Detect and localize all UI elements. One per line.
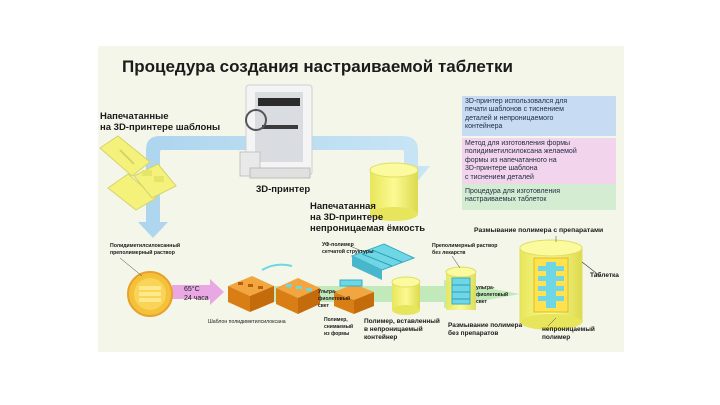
- label-temp: 65°C: [184, 286, 200, 293]
- legend-blue-line-4: контейнера: [465, 123, 503, 131]
- label-tablet: Таблетка: [590, 272, 619, 279]
- label-uv-light-1: Ультра-: [318, 289, 337, 295]
- legend-pink-line-5: с тиснением деталей: [465, 173, 534, 181]
- printed-templates-illustration: [99, 135, 177, 211]
- label-uv-polymer-2: сетчатой структуры: [322, 249, 374, 255]
- label-polymer-inserted-3: контейнер: [364, 334, 398, 341]
- polymer-removed-illustration: [334, 279, 374, 314]
- label-time: 24 часа: [184, 295, 209, 302]
- label-polymer-removed-3: из формы: [324, 331, 350, 337]
- label-container-3: непроницаемая ёмкость: [310, 223, 426, 234]
- label-uv2-2: фиолетовый: [476, 292, 509, 298]
- legend-green-line-1: Процедура для изготовления: [465, 188, 561, 195]
- legend-pink-line-4: 3D-принтере шаблона: [465, 165, 538, 173]
- label-polymer-removed-2: снимаемый: [324, 324, 354, 330]
- uv-polymer-grid-illustration: [350, 243, 416, 280]
- label-printer: 3D-принтер: [256, 184, 311, 195]
- legend-pink-line-3: формы из напечатанного на: [465, 156, 557, 164]
- label-container-2: на 3D-принтере: [310, 212, 384, 223]
- legend-pink-box: Метод для изготовления формы полидиметил…: [462, 138, 616, 186]
- label-drugfree-1: Преполимерный раствор: [432, 243, 498, 249]
- label-uv2-3: свет: [476, 299, 487, 305]
- page-title: Процедура создания настраиваемой таблетк…: [122, 57, 513, 76]
- printer-illustration: [239, 84, 313, 179]
- label-pdms-2: преполимерный раствор: [110, 250, 175, 256]
- pdms-template-illustration: [228, 276, 274, 312]
- label-printed-templates-1: Напечатанные: [100, 111, 169, 122]
- label-uv-light-3: свет: [318, 303, 329, 309]
- label-impermeable-2: полимер: [542, 334, 571, 341]
- label-uv2-1: ультра-: [476, 285, 495, 291]
- label-swell-nodrug-2: без препаратов: [448, 330, 499, 337]
- legend-green-box: Процедура для изготовления настраиваемых…: [462, 184, 616, 210]
- legend-blue-line-2: печати шаблонов с тиснением: [465, 106, 564, 114]
- legend-blue-line-1: 3D-принтер использовался для: [465, 98, 568, 105]
- legend-green-line-2: настраиваемых таблеток: [465, 196, 547, 204]
- legend-pink-line-2: полидиметилсилоксана желаемой: [465, 148, 577, 156]
- label-polymer-inserted-2: в непроницаемый: [364, 326, 423, 333]
- printed-container-illustration: [369, 162, 419, 221]
- label-impermeable-1: непроницаемый: [542, 326, 595, 333]
- label-uv-polymer-1: УФ-полимер: [322, 242, 354, 248]
- final-tablet-illustration: [519, 239, 601, 330]
- pink-process-arrow: [172, 279, 224, 305]
- label-pdms-template: Шаблон полидиметилсилоксана: [208, 319, 286, 325]
- legend-pink-line-1: Метод для изготовления формы: [465, 140, 571, 147]
- label-printed-templates-2: на 3D-принтере шаблоны: [100, 122, 221, 133]
- legend-blue-box: 3D-принтер использовался для печати шабл…: [462, 96, 616, 136]
- label-container-1: Напечатанная: [310, 201, 376, 212]
- label-polymer-removed-1: Полимер,: [324, 317, 348, 323]
- container-with-polymer-illustration: [445, 266, 477, 310]
- label-polymer-inserted-1: Полимер, вставленный: [364, 318, 440, 325]
- empty-container-illustration: [391, 276, 421, 315]
- legend-blue-line-3: деталей и непроницаемого: [465, 114, 554, 122]
- label-pdms-1: Полидиметилсилоксанный: [110, 243, 181, 249]
- pdms-dish-illustration: [127, 271, 173, 317]
- label-uv-light-2: фиолетовый: [318, 296, 351, 302]
- label-swell-drug: Размывание полимера с препаратами: [474, 227, 604, 234]
- template-with-polymer-illustration: [261, 263, 320, 314]
- blue-flow-arrow: [138, 136, 430, 238]
- label-drugfree-2: без лекарств: [432, 250, 466, 256]
- label-swell-nodrug-1: Размывание полимера: [448, 322, 523, 329]
